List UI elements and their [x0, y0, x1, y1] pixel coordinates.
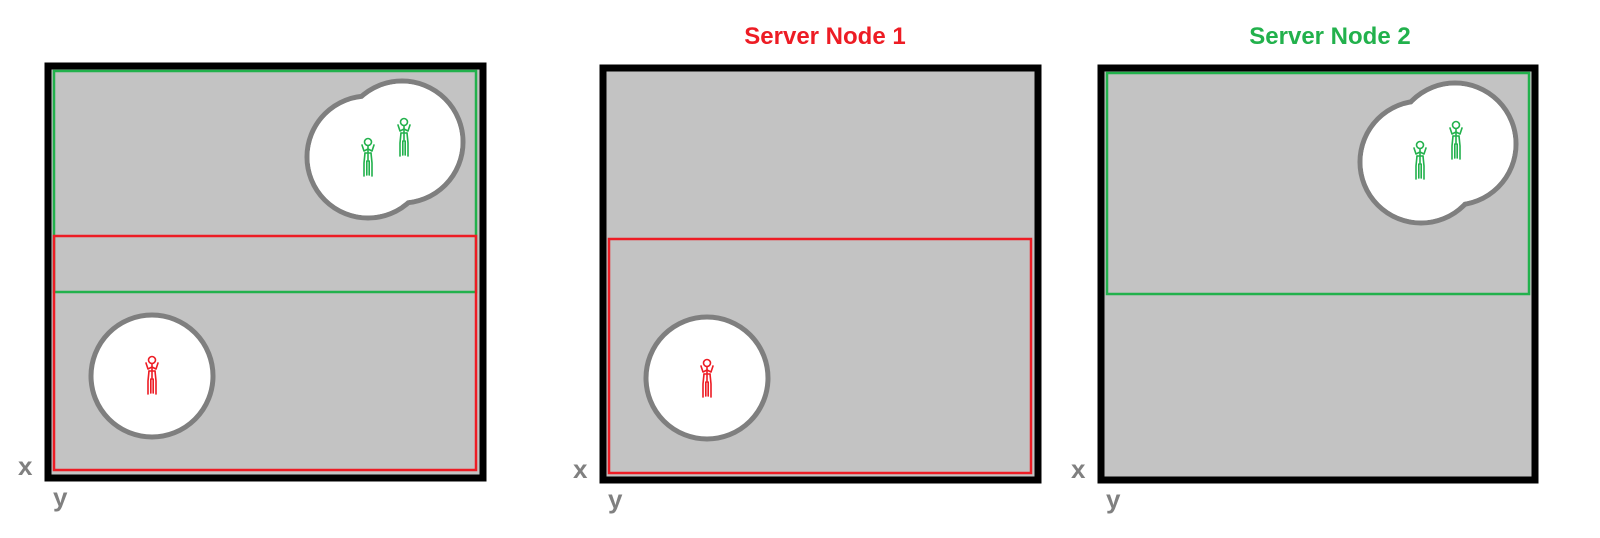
- y-axis-label: y: [608, 484, 623, 514]
- panel-combined: x y: [18, 62, 487, 512]
- x-axis-label: x: [1071, 454, 1086, 484]
- panel-server-node-1: Server Node 1 x y: [573, 23, 1042, 514]
- x-axis-label: x: [573, 454, 588, 484]
- node1-zone: [607, 237, 1033, 475]
- y-axis-label: y: [1106, 484, 1121, 514]
- node1-zone: [52, 234, 478, 472]
- y-axis-label: y: [53, 482, 68, 512]
- server-node-2-title: Server Node 2: [1249, 23, 1410, 50]
- x-axis-label: x: [18, 451, 33, 481]
- node2-zone: [52, 69, 478, 294]
- panel-server-node-2: Server Node 2 x y: [1071, 23, 1539, 514]
- node2-zone: [1105, 71, 1531, 296]
- server-node-1-title: Server Node 1: [744, 23, 905, 50]
